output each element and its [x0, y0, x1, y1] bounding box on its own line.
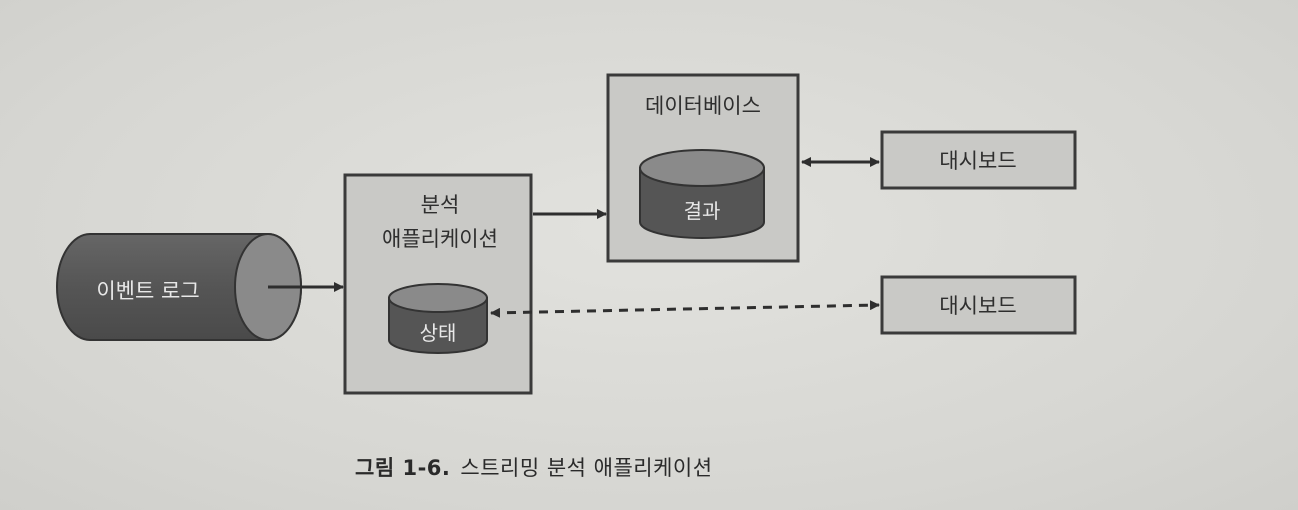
state-store-cylinder: 상태 — [388, 283, 488, 354]
arrow-state-dashboard-bottom — [490, 300, 880, 318]
dashboard-bottom-box: 대시보드 — [880, 275, 1077, 335]
database-label: 데이터베이스 — [645, 94, 761, 118]
result-store-label: 결과 — [684, 199, 721, 223]
result-store-cylinder: 결과 — [639, 149, 765, 239]
dashboard-bottom-label: 대시보드 — [939, 294, 1016, 318]
analysis-app-label-line1: 분석 — [421, 193, 460, 217]
event-log-label: 이벤트 로그 — [96, 279, 199, 303]
dashboard-top-label: 대시보드 — [939, 149, 1016, 173]
figure-caption-number: 그림 1-6. — [355, 456, 451, 480]
dashboard-top-box: 대시보드 — [880, 130, 1077, 190]
state-store-label: 상태 — [420, 321, 457, 345]
event-log-cylinder: 이벤트 로그 — [56, 233, 302, 341]
analysis-app-label-line2: 애플리케이션 — [382, 227, 498, 251]
figure-caption: 그림 1-6. 스트리밍 분석 애플리케이션 — [355, 452, 713, 482]
figure-caption-text: 스트리밍 분석 애플리케이션 — [460, 456, 713, 480]
